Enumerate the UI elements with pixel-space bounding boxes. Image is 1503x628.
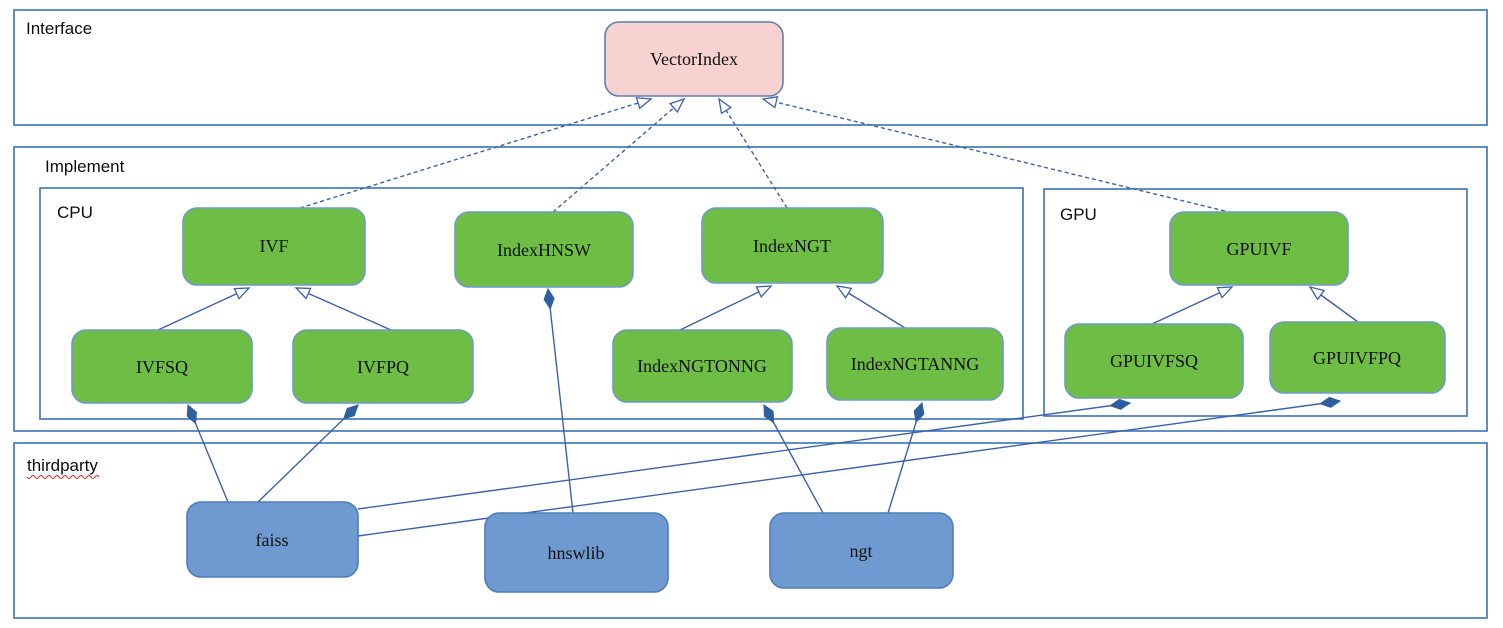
ngt-shape (769, 512, 954, 589)
edge-realization-ivf-vectorindex (299, 97, 653, 209)
vectorindex-label: VectorIndex (650, 49, 738, 69)
node-hnswlib: hnswlib (484, 512, 669, 593)
spellcheck-squiggle (26, 474, 100, 480)
node-indexhnsw: IndexHNSW (454, 211, 634, 288)
node-ngt: ngt (769, 512, 954, 589)
interface-label: Interface (26, 19, 92, 38)
edge-generalization-gpuivfsq-gpuivf (1151, 286, 1234, 325)
container-cpu: CPU (39, 187, 1024, 420)
node-indexngtonng: IndexNGTONNG (612, 329, 793, 403)
indexngtanng-label: IndexNGTANNG (851, 354, 980, 374)
edge-realization-indexhnsw-vectorindex (552, 97, 686, 213)
indexngtonng-label: IndexNGTONNG (637, 356, 767, 376)
indexngt-shape (701, 207, 884, 284)
indexngtanng-shape (826, 327, 1004, 401)
implement-box (13, 146, 1488, 432)
indexngtonng-shape (612, 329, 793, 403)
ivfpq-shape (292, 329, 474, 404)
interface-box (13, 9, 1488, 126)
container-interface: Interface (13, 9, 1488, 126)
cpu-label: CPU (57, 203, 93, 222)
container-gpu: GPU (1043, 188, 1468, 417)
gpu-label: GPU (1060, 205, 1097, 224)
faiss-shape (186, 501, 359, 578)
gpuivfpq-shape (1269, 321, 1446, 394)
cpu-box (39, 187, 1024, 420)
container-implement: Implement (13, 146, 1488, 432)
edge-generalization-gpuivfpq-gpuivf (1308, 285, 1359, 323)
node-indexngt: IndexNGT (701, 207, 884, 284)
edge-composition-faiss-ivfsq (188, 405, 229, 503)
edge-generalization-ivfsq-ivf (157, 287, 251, 331)
hnswlib-label: hnswlib (547, 543, 604, 563)
container-thirdparty: thirdparty (13, 442, 1488, 619)
ivfpq-label: IVFPQ (357, 357, 409, 377)
gpuivfsq-shape (1064, 323, 1244, 399)
edge-composition-ngt-indexngtonng (763, 405, 824, 514)
node-vectorindex: VectorIndex (604, 21, 784, 97)
node-ivfsq: IVFSQ (71, 329, 253, 404)
node-faiss: faiss (186, 501, 359, 578)
node-gpuivf: GPUIVF (1169, 211, 1349, 286)
edge-composition-hnswlib-indexhnsw (548, 289, 574, 514)
implement-label: Implement (45, 157, 125, 176)
indexngt-label: IndexNGT (753, 236, 831, 256)
gpu-box (1043, 188, 1468, 417)
ngt-label: ngt (849, 541, 872, 561)
ivf-label: IVF (259, 236, 288, 256)
edge-composition-faiss-ivfpq (257, 405, 358, 503)
edge-composition-faiss-gpuivfsq (357, 403, 1130, 510)
node-ivfpq: IVFPQ (292, 329, 474, 404)
thirdparty-label: thirdparty (27, 456, 98, 475)
gpuivf-label: GPUIVF (1226, 239, 1291, 259)
thirdparty-box (13, 442, 1488, 619)
edge-realization-gpuivf-vectorindex (761, 96, 1226, 212)
ivfsq-shape (71, 329, 253, 404)
node-gpuivfsq: GPUIVFSQ (1064, 323, 1244, 399)
edge-generalization-indexngtonng-indexngt (679, 285, 773, 331)
faiss-label: faiss (256, 530, 289, 550)
gpuivfsq-label: GPUIVFSQ (1110, 351, 1198, 371)
indexhnsw-shape (454, 211, 634, 288)
edge-generalization-indexngtanng-indexngt (835, 285, 906, 329)
node-indexngtanng: IndexNGTANNG (826, 327, 1004, 401)
node-gpuivfpq: GPUIVFPQ (1269, 321, 1446, 394)
node-ivf: IVF (182, 207, 366, 286)
gpuivf-shape (1169, 211, 1349, 286)
gpuivfpq-label: GPUIVFPQ (1313, 348, 1401, 368)
edge-composition-ngt-indexngtanng (887, 403, 922, 514)
hnswlib-shape (484, 512, 669, 593)
ivfsq-label: IVFSQ (136, 357, 188, 377)
vectorindex-shape (604, 21, 784, 97)
edge-generalization-ivfpq-ivf (294, 287, 392, 331)
edge-realization-indexngt-vectorindex (718, 97, 788, 209)
ivf-shape (182, 207, 366, 286)
indexhnsw-label: IndexHNSW (497, 240, 591, 260)
